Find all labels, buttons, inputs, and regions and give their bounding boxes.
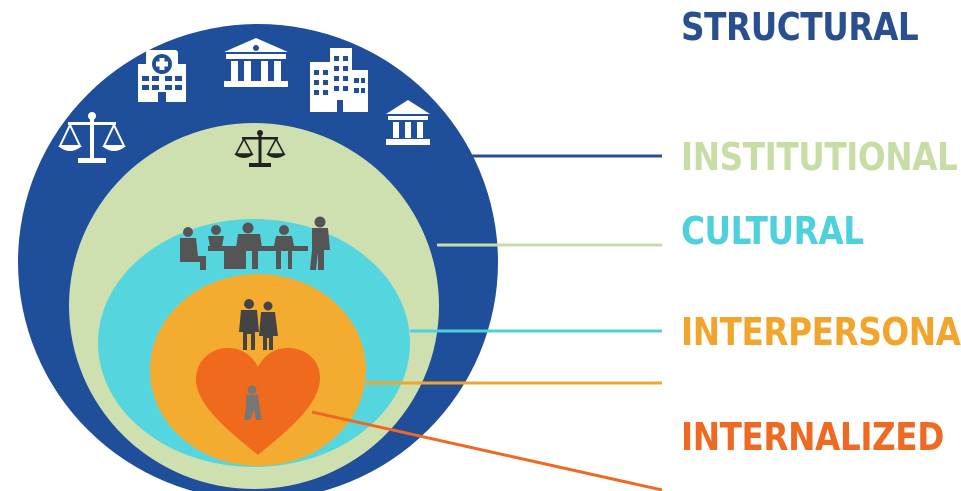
label-institutional: INSTITUTIONAL xyxy=(681,135,958,179)
bank-icon xyxy=(386,100,430,145)
scales-icon xyxy=(234,130,286,167)
hospital-icon xyxy=(138,50,186,102)
office-building-icon xyxy=(310,48,368,112)
label-internalized: INTERNALIZED xyxy=(681,415,944,459)
child-icon xyxy=(244,385,262,420)
internalized-line xyxy=(311,410,663,491)
label-structural: STRUCTURAL xyxy=(681,5,919,49)
meeting-people-icon xyxy=(180,216,330,270)
label-cultural: CULTURAL xyxy=(681,209,864,253)
couple-icon xyxy=(239,299,278,350)
label-interpersonal: INTERPERSONAL xyxy=(681,310,961,354)
scales-icon xyxy=(58,112,126,163)
courthouse-icon xyxy=(224,38,288,87)
